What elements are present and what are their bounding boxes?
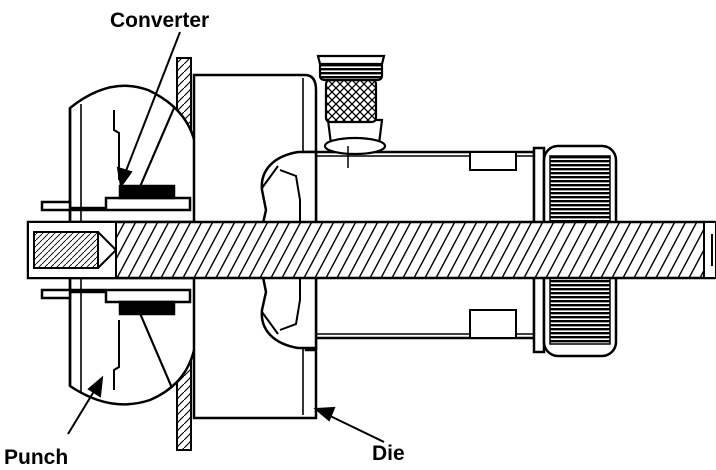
die-label: Die <box>372 442 405 465</box>
punch-label: Punch <box>4 446 68 469</box>
callout-arrows <box>67 31 385 443</box>
converter-collar <box>40 184 192 316</box>
housing-slot-top <box>469 151 517 171</box>
screw-end-socket <box>27 221 117 279</box>
housing-slot-bottom <box>469 309 517 339</box>
converter-callout-arrow <box>116 31 181 189</box>
drive-screw <box>26 220 716 280</box>
die-callout-arrow <box>313 406 385 443</box>
punch-callout-arrow <box>67 375 104 435</box>
knurled-adjuster <box>316 54 387 168</box>
cutting-edge-lines <box>134 107 176 389</box>
converter-label: Converter <box>110 9 209 32</box>
